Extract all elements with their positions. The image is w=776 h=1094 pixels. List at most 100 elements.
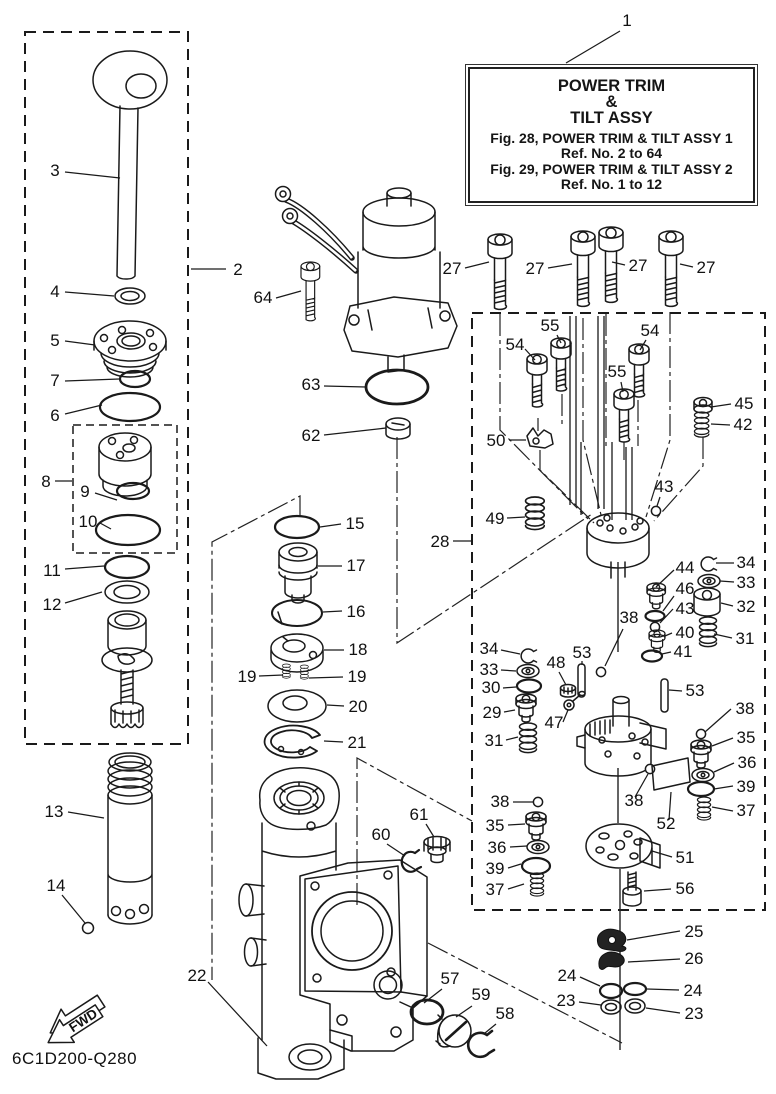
part-47-fitting xyxy=(563,690,586,711)
callout-leader-54 xyxy=(524,348,536,361)
part-27-bolt xyxy=(487,233,513,311)
part-62-cap xyxy=(385,417,411,440)
part-15-oring xyxy=(273,514,321,540)
title-line-1: POWER TRIM xyxy=(557,76,666,95)
callout-leader-6 xyxy=(64,404,103,415)
callout-58: 58 xyxy=(496,1004,515,1023)
callout-leader-46 xyxy=(662,595,675,612)
callout-26: 26 xyxy=(685,949,704,968)
callout-27: 27 xyxy=(443,259,462,278)
part-23-seal xyxy=(624,998,646,1014)
fig-28-entry: Fig. 28, POWER TRIM & TILT ASSY 1 xyxy=(490,129,733,146)
fwd-direction-arrow: FWD xyxy=(47,994,106,1044)
callout-7: 7 xyxy=(50,371,59,390)
callout-leader-15 xyxy=(319,523,342,528)
fig-29-entry: Fig. 29, POWER TRIM & TILT ASSY 2 xyxy=(490,160,733,177)
callout-36: 36 xyxy=(738,753,757,772)
title-box: POWER TRIM & TILT ASSY Fig. 28, POWER TR… xyxy=(465,64,758,206)
part-14-ball xyxy=(81,921,95,935)
part-17-free-piston xyxy=(278,542,318,604)
part-35-valve xyxy=(690,739,712,769)
part-10-oring xyxy=(94,513,162,547)
callout-leader-25 xyxy=(626,930,681,941)
callout-54: 54 xyxy=(641,321,660,340)
callout-52: 52 xyxy=(657,814,676,833)
callout-leader-49 xyxy=(506,516,526,519)
part-21-circlip xyxy=(263,724,321,759)
construction-lines xyxy=(211,312,704,1050)
callout-6: 6 xyxy=(50,406,59,425)
callout-leader-57 xyxy=(423,988,443,1004)
callout-15: 15 xyxy=(346,514,365,533)
part-23-seal xyxy=(600,999,622,1015)
callout-47: 47 xyxy=(545,713,564,732)
callout-leader-37 xyxy=(507,883,525,890)
part-39-oring xyxy=(520,856,552,876)
part-12-backup-ring xyxy=(104,580,150,604)
callout-leader-61 xyxy=(425,823,435,838)
callout-leader-39 xyxy=(507,863,522,869)
callout-27: 27 xyxy=(629,256,648,275)
callout-leader-26 xyxy=(627,958,681,963)
callout-leader-30 xyxy=(502,686,517,689)
title-box-inner: POWER TRIM & TILT ASSY Fig. 28, POWER TR… xyxy=(468,67,755,203)
part-50-bracket xyxy=(526,427,554,449)
callout-leader-36 xyxy=(713,762,735,773)
part-55-bolt xyxy=(550,337,572,392)
callout-38: 38 xyxy=(625,791,644,810)
callout-28: 28 xyxy=(431,532,450,551)
valve-body xyxy=(576,695,667,777)
part-43-ball xyxy=(650,505,662,517)
callout-56: 56 xyxy=(676,879,695,898)
callout-leader-53 xyxy=(668,689,683,692)
callout-34: 34 xyxy=(737,553,756,572)
callout-40: 40 xyxy=(676,623,695,642)
callout-53: 53 xyxy=(573,643,592,662)
callout-leader-45 xyxy=(710,403,732,408)
callout-leader-lines xyxy=(55,30,735,1047)
callout-23: 23 xyxy=(685,1004,704,1023)
part-60-clip xyxy=(400,848,423,873)
callout-leader-10 xyxy=(99,522,112,530)
callout-leader-31 xyxy=(505,736,519,741)
callout-leader-58 xyxy=(484,1023,497,1034)
callout-leader-63 xyxy=(323,385,367,388)
callout-leader-21 xyxy=(323,740,344,743)
part-3-piston-rod xyxy=(92,50,168,280)
callout-leader-62 xyxy=(323,427,387,436)
callout-17: 17 xyxy=(347,556,366,575)
callout-42: 42 xyxy=(734,415,753,434)
callout-45: 45 xyxy=(735,394,754,413)
callout-46: 46 xyxy=(676,579,695,598)
callout-leader-38 xyxy=(634,773,649,798)
callout-leader-43 xyxy=(656,496,661,507)
part-45-nut xyxy=(693,396,713,414)
callout-36: 36 xyxy=(488,838,507,857)
part-35-valve xyxy=(525,811,547,841)
callout-leader-11 xyxy=(64,565,105,570)
callout-leader-48 xyxy=(558,671,567,686)
callout-leader-7 xyxy=(64,378,120,382)
part-56-bolt xyxy=(622,871,642,907)
part-64-bolt xyxy=(300,261,321,322)
part-55-bolt xyxy=(613,388,635,443)
callout-3: 3 xyxy=(50,161,59,180)
callout-leader-24 xyxy=(646,988,680,991)
callout-55: 55 xyxy=(608,362,627,381)
callout-leader-27 xyxy=(679,263,694,268)
callout-38: 38 xyxy=(620,608,639,627)
callout-leader-9 xyxy=(94,492,118,501)
part-24-oring xyxy=(598,982,624,1000)
part-5-end-screw xyxy=(93,320,167,378)
callout-59: 59 xyxy=(472,985,491,1004)
callout-38: 38 xyxy=(491,792,510,811)
callout-16: 16 xyxy=(347,602,366,621)
callout-leader-35 xyxy=(711,737,734,747)
part-4-seal xyxy=(114,287,146,305)
part-37-spring xyxy=(696,796,712,821)
part-26-cam xyxy=(598,951,625,970)
assembly-box-ref2 xyxy=(24,31,189,745)
part-38-ball xyxy=(695,728,707,740)
callout-leader-33 xyxy=(719,580,735,583)
part-31-spring xyxy=(518,722,538,754)
